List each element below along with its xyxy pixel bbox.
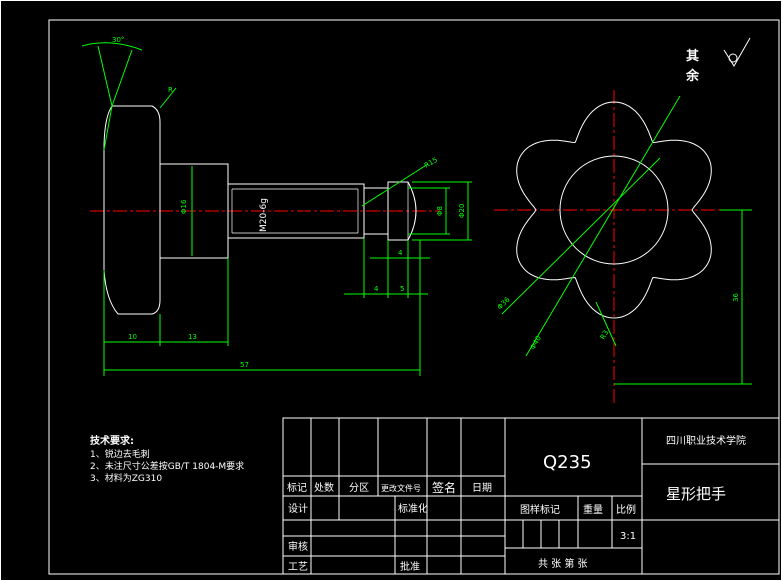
tech-req-item-1: 1、锐边去毛刺	[90, 448, 150, 460]
tb-header-5: 签名	[432, 480, 456, 495]
surface-finish-text-1: 其	[686, 48, 699, 64]
tb-weight-label: 重量	[583, 503, 603, 516]
radius-text: R3	[599, 329, 611, 341]
dia-outer-text: Φ40	[529, 335, 543, 351]
title-block	[282, 417, 780, 575]
thread-label: M20-6g	[259, 198, 269, 232]
dim-neck-text: Φ16	[180, 199, 188, 214]
chamfer-text: R	[168, 86, 173, 94]
dim-tip-text-3: 5	[400, 285, 404, 293]
knob-head-profile	[103, 105, 161, 315]
title-block-text: Q235 四川职业技术学院 星形把手 标记 处数 分区 更改文件号 签名 日期 …	[287, 434, 746, 573]
tb-header-3: 分区	[349, 482, 369, 494]
tb-header-2: 处数	[314, 481, 334, 494]
surface-finish-note: 其 余	[685, 37, 751, 84]
tb-school: 四川职业技术学院	[666, 434, 746, 447]
tb-header-1: 标记	[287, 482, 307, 494]
dim-tip-text-2: 4	[374, 285, 379, 293]
dia-outer-leader	[525, 95, 681, 357]
angle-dim-leader-2	[111, 49, 133, 107]
technical-requirements: 技术要求: 1、锐边去毛刺 2、未注尺寸公差按GB/T 1804-M要求 3、材…	[90, 434, 244, 484]
side-view: M20-6g 30° R Φ16 Φ8 Φ20 R15 4 4 5	[81, 36, 472, 376]
angle-dim-arc	[81, 42, 143, 51]
angle-dim-text: 30°	[112, 36, 124, 44]
tb-row-approve: 批准	[400, 560, 420, 573]
tip-radius-text: R15	[423, 156, 439, 170]
tb-scale-value: 3:1	[620, 531, 636, 542]
dia-inner-leader	[501, 157, 661, 315]
dim-tip2-text: Φ20	[458, 204, 466, 218]
tb-row-design: 设计	[288, 502, 308, 515]
tb-sheet-label: 共 张 第 张	[538, 557, 588, 570]
tb-row-standard: 标准化	[398, 502, 428, 515]
tb-row-review: 审核	[288, 540, 308, 553]
front-view: Φ40 Φ36 R3 36	[494, 90, 752, 404]
tb-material: Q235	[543, 452, 592, 473]
knob-hub-circle	[559, 155, 669, 265]
surface-finish-icon	[723, 37, 751, 67]
star-knob-outline	[516, 101, 712, 319]
dim-total-text: 57	[240, 361, 249, 369]
chamfer-leader	[159, 87, 177, 109]
tb-part-name: 星形把手	[666, 485, 726, 503]
tb-row-process: 工艺	[288, 561, 308, 573]
tb-header-6: 日期	[472, 482, 492, 494]
tip-radius-leader	[361, 163, 429, 207]
tb-scale-label: 比例	[616, 503, 636, 516]
dim-tip1-text: Φ8	[436, 206, 444, 216]
height-dim-text: 36	[732, 293, 740, 302]
surface-finish-text-2: 余	[685, 68, 700, 84]
head-edge-leader	[103, 105, 113, 151]
tb-header-4: 更改文件号	[381, 483, 421, 493]
tb-stage-label: 图样标记	[520, 503, 560, 516]
radius-leader	[595, 301, 617, 347]
tech-req-item-2: 2、未注尺寸公差按GB/T 1804-M要求	[90, 460, 244, 472]
tech-req-item-3: 3、材料为ZG310	[90, 472, 162, 484]
dim-tip-text-1: 4	[398, 249, 403, 257]
dia-inner-text: Φ36	[496, 295, 512, 311]
tech-req-title: 技术要求:	[90, 434, 134, 447]
angle-dim-leader-1	[97, 45, 113, 107]
dim-neck-len-text: 13	[188, 333, 197, 341]
dim-head-text: 10	[128, 333, 137, 341]
surface-finish-circle	[728, 53, 738, 63]
